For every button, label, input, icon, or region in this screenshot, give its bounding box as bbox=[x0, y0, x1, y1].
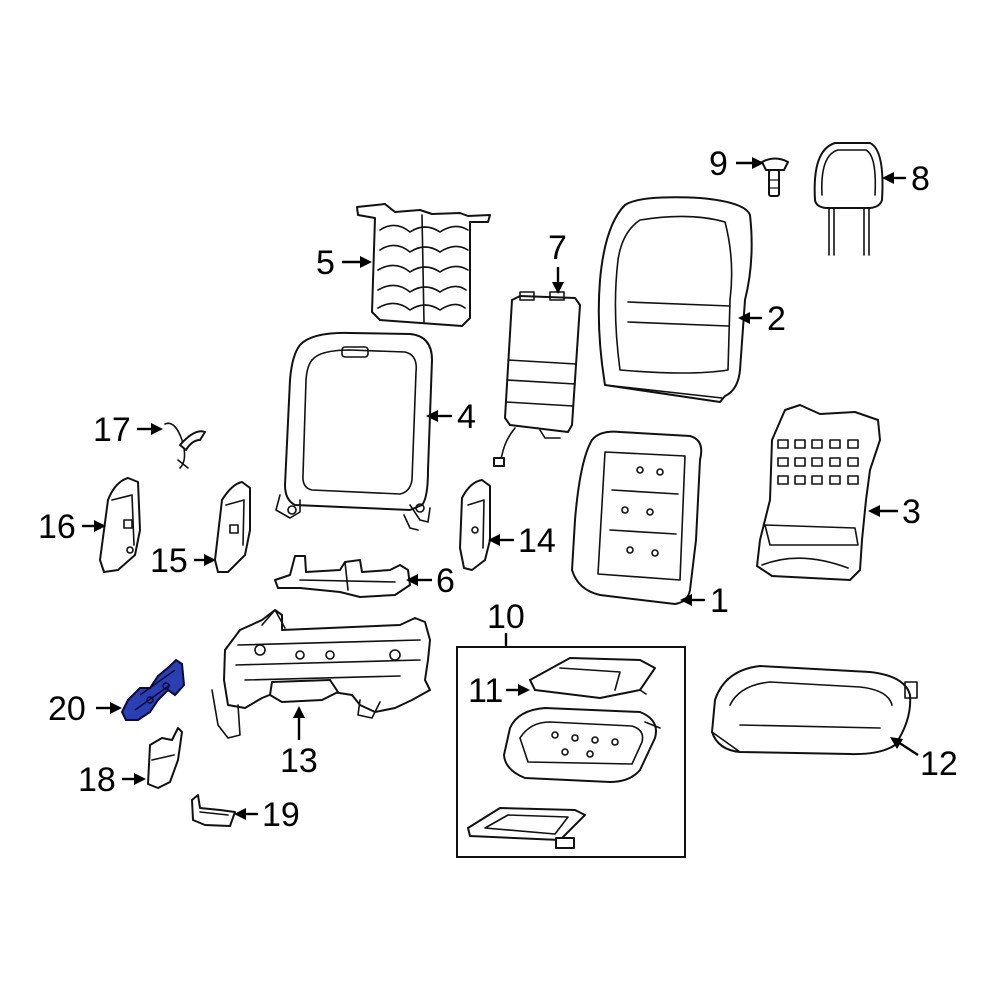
part-19-clip bbox=[191, 794, 236, 827]
callout-8: 8 bbox=[911, 160, 930, 198]
part-15-recliner-cover bbox=[214, 481, 251, 573]
callout-6: 6 bbox=[436, 562, 455, 600]
part-5-suspension-mat bbox=[356, 203, 491, 327]
part-14-inner-shield bbox=[459, 479, 491, 571]
callout-10: 10 bbox=[487, 598, 525, 636]
part-9-guide-pin bbox=[761, 157, 789, 197]
leader-lines bbox=[82, 157, 919, 820]
callout-4: 4 bbox=[457, 398, 476, 436]
callout-17: 17 bbox=[93, 411, 131, 449]
callout-1: 1 bbox=[710, 582, 729, 620]
part-4-seatback-frame bbox=[275, 331, 433, 531]
callout-2: 2 bbox=[767, 300, 786, 338]
callout-labels: 1 2 3 4 5 6 7 8 9 10 11 12 13 14 15 16 1… bbox=[38, 145, 958, 834]
part-1-seatback-foam bbox=[571, 430, 703, 605]
callout-14: 14 bbox=[518, 522, 556, 560]
part-2-seatback-cover bbox=[597, 196, 753, 403]
part-13-seat-track bbox=[211, 609, 431, 739]
callout-7: 7 bbox=[548, 229, 567, 267]
callout-11: 11 bbox=[468, 672, 503, 710]
callout-13: 13 bbox=[280, 742, 318, 780]
part-16-outer-shield bbox=[99, 477, 141, 573]
part-8-headrest bbox=[813, 142, 884, 256]
callout-18: 18 bbox=[78, 761, 116, 799]
part-7-back-panel bbox=[493, 291, 581, 467]
part-20-side-bracket-highlighted bbox=[120, 658, 186, 721]
callout-9: 9 bbox=[709, 145, 728, 183]
part-10-cushion-assembly bbox=[456, 646, 686, 858]
part-17-cable bbox=[164, 422, 206, 469]
callout-15: 15 bbox=[150, 542, 188, 580]
part-6-bracket bbox=[274, 555, 411, 598]
part-3-rear-panel bbox=[756, 404, 881, 581]
part-18-small-bracket bbox=[147, 727, 183, 789]
callout-16: 16 bbox=[38, 508, 76, 546]
part-12-cushion-cover bbox=[711, 665, 918, 756]
callout-12: 12 bbox=[920, 745, 958, 783]
callout-19: 19 bbox=[262, 796, 300, 834]
callout-20: 20 bbox=[48, 690, 86, 728]
callout-3: 3 bbox=[902, 493, 921, 531]
callout-5: 5 bbox=[316, 244, 335, 282]
part-11-heater-pad bbox=[529, 657, 656, 699]
